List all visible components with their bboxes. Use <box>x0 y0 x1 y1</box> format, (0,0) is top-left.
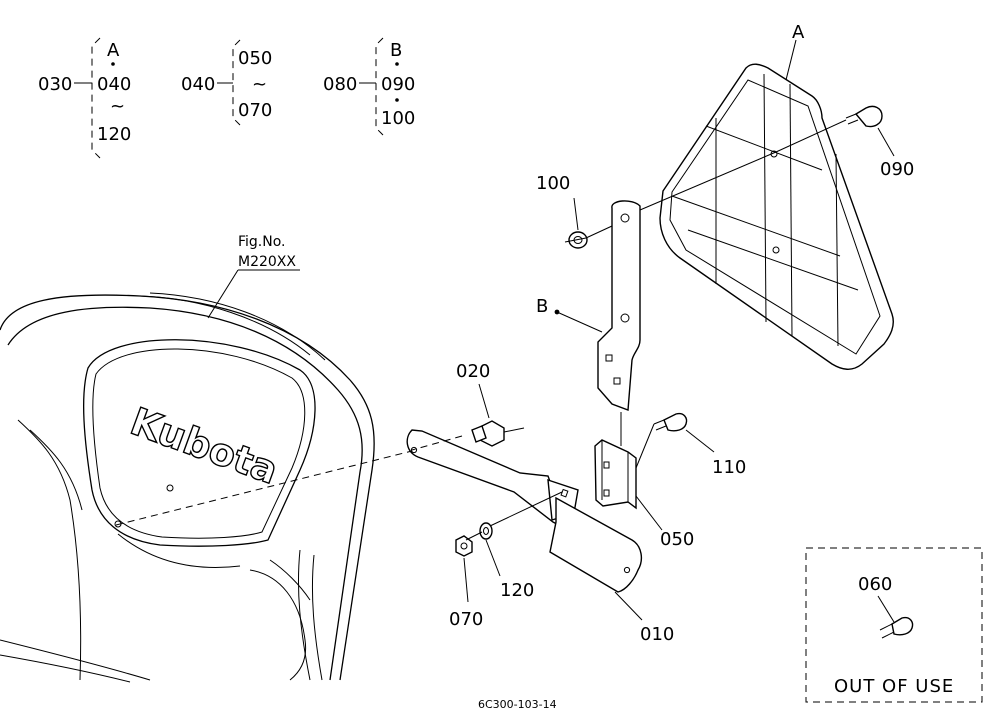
legend-range-tilde-2: ~ <box>252 74 267 95</box>
legend-ref-a: A <box>107 40 120 61</box>
callout-050: 050 <box>635 495 694 550</box>
legend-head-030: 030 <box>38 74 72 95</box>
legend-item-040: 040 <box>97 74 131 95</box>
svg-text:070: 070 <box>449 609 483 630</box>
fig-no-label: Fig.No. <box>238 234 286 250</box>
legend-item-090: 090 <box>381 74 415 95</box>
mesh-grille-a <box>659 63 894 370</box>
callout-090: 090 <box>877 127 914 180</box>
svg-text:110: 110 <box>712 457 746 478</box>
bolt-090 <box>845 105 883 128</box>
bolt-060 <box>879 616 914 639</box>
legend-ref-b: B <box>390 40 402 61</box>
callout-110: 110 <box>685 429 746 478</box>
out-of-use-box: 060 OUT OF USE <box>805 547 983 703</box>
nut-070 <box>455 535 473 557</box>
callout-120: 120 <box>485 539 534 601</box>
legend-group-080: 080 B 090 100 <box>323 37 415 136</box>
bracket-010 <box>406 429 643 593</box>
legend-item-100: 100 <box>381 108 415 129</box>
legend-group-040: 040 050 ~ 070 <box>181 39 272 126</box>
legend-group-030: 030 A 040 ~ 120 <box>38 37 131 159</box>
out-of-use-label: OUT OF USE <box>834 676 954 697</box>
fig-no-value: M220XX <box>238 254 296 270</box>
callout-020: 020 <box>456 361 490 419</box>
svg-text:020: 020 <box>456 361 490 382</box>
callout-070: 070 <box>449 557 483 630</box>
legend-head-040: 040 <box>181 74 215 95</box>
svg-text:A: A <box>792 22 805 43</box>
legend-item-070: 070 <box>238 100 272 121</box>
svg-text:090: 090 <box>880 159 914 180</box>
callout-100: 100 <box>536 173 579 231</box>
bolt-020 <box>471 420 505 447</box>
plate-b <box>597 200 641 411</box>
callout-ref-a: A <box>785 22 805 81</box>
callout-ref-b: B <box>536 296 603 333</box>
legend-range-tilde: ~ <box>110 96 125 117</box>
svg-text:100: 100 <box>536 173 570 194</box>
seat-back: Kubota <box>0 292 375 683</box>
drawing-code: 6C300-103-14 <box>478 698 557 711</box>
legend-item-120: 120 <box>97 124 131 145</box>
svg-text:010: 010 <box>640 624 674 645</box>
washer-120 <box>479 522 493 540</box>
seat-logo: Kubota <box>125 399 284 493</box>
clip-050 <box>594 412 637 510</box>
fig-reference: Fig.No. M220XX <box>207 234 300 319</box>
svg-text:120: 120 <box>500 580 534 601</box>
legend-head-080: 080 <box>323 74 357 95</box>
svg-text:B: B <box>536 296 548 317</box>
callout-010: 010 <box>614 591 674 645</box>
bolt-110 <box>653 412 688 432</box>
legend-item-050: 050 <box>238 48 272 69</box>
svg-text:050: 050 <box>660 529 694 550</box>
callout-060: 060 <box>858 574 892 595</box>
